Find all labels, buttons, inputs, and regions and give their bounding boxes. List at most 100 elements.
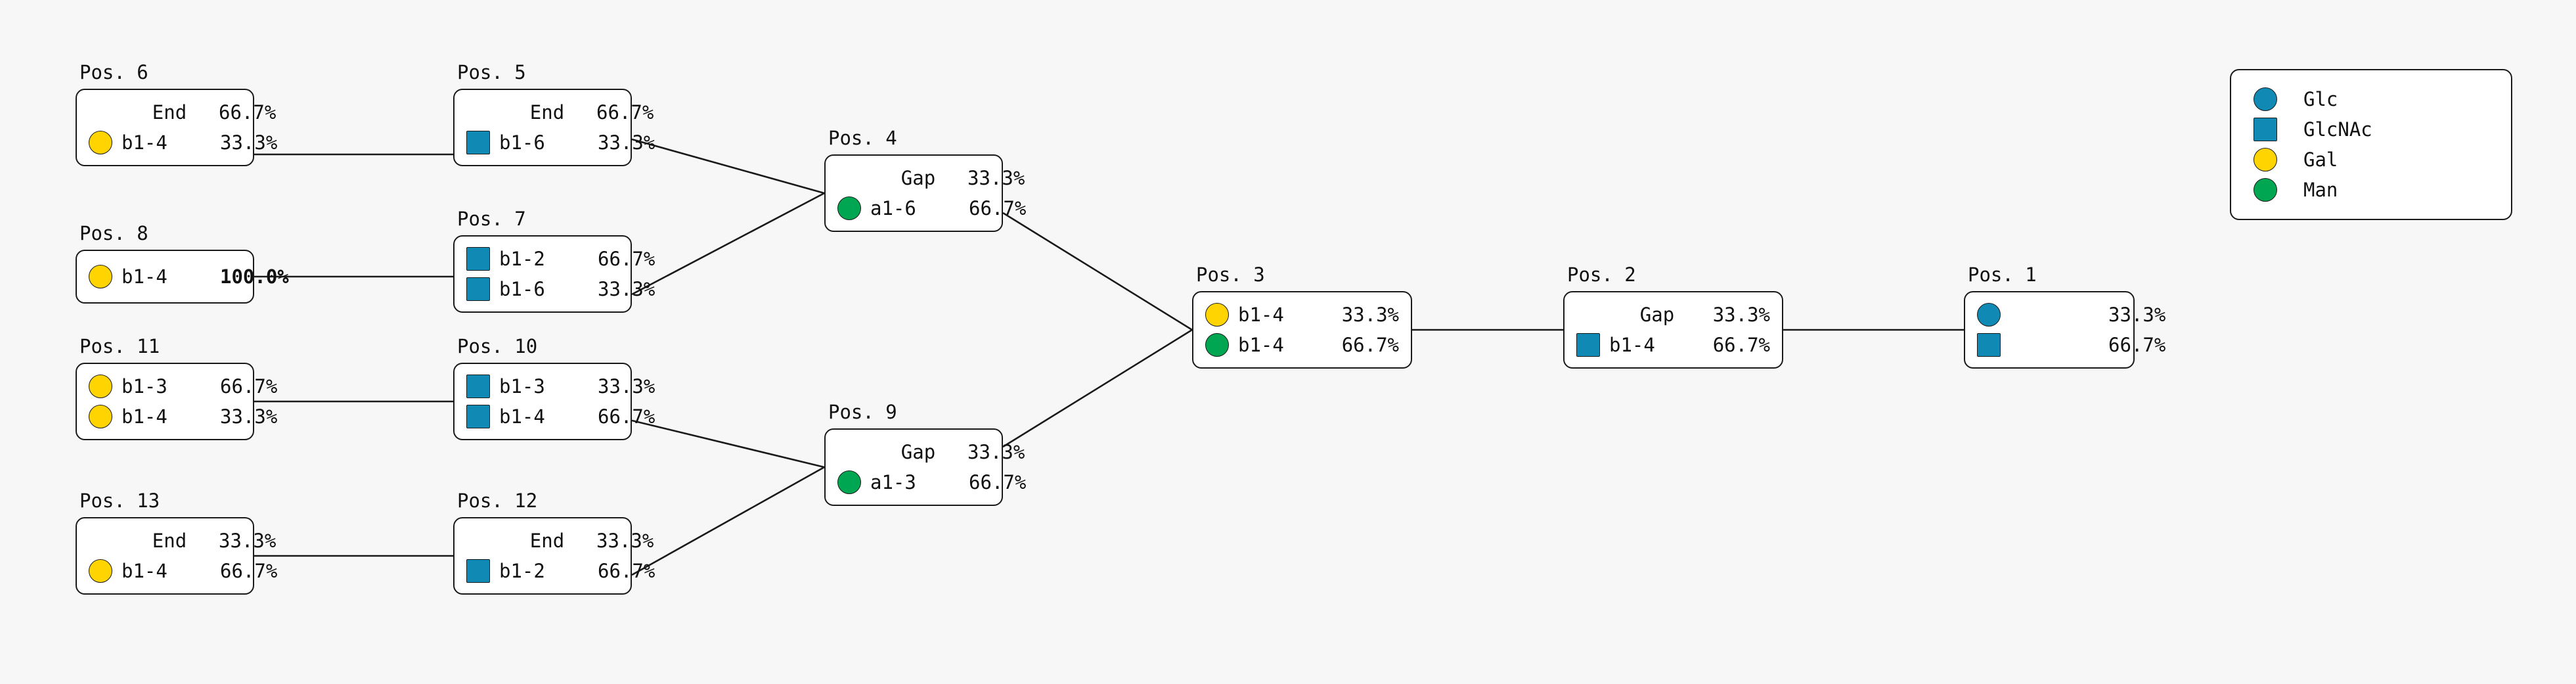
circle-monosaccharide-icon xyxy=(1205,333,1229,357)
linkage-label: b1-3 xyxy=(499,375,545,398)
linkage-label: End xyxy=(152,530,187,552)
node-label-pos4: Pos. 4 xyxy=(828,127,897,149)
edge-pos4-to-pos3 xyxy=(1002,212,1193,331)
legend-item: GlcNAc xyxy=(2254,114,2511,145)
square-monosaccharide-icon xyxy=(1977,333,2001,357)
square-monosaccharide-icon xyxy=(1576,333,1600,357)
linkage-label: b1-4 xyxy=(1609,334,1655,356)
circle-monosaccharide-icon xyxy=(837,470,861,494)
circle-monosaccharide-icon xyxy=(89,405,112,428)
node-label-pos1: Pos. 1 xyxy=(1968,263,2037,286)
circle-monosaccharide-icon xyxy=(89,265,112,288)
legend-item-label: Glc xyxy=(2303,88,2338,110)
square-monosaccharide-icon xyxy=(466,247,490,271)
node-box-pos1: 33.3% 66.7% xyxy=(1964,291,2165,369)
legend-item-label: Man xyxy=(2303,179,2338,201)
node-label-pos9: Pos. 9 xyxy=(828,401,897,423)
percentage-value: 66.7% xyxy=(598,560,655,582)
percentage-value: 33.3% xyxy=(598,375,655,398)
linkage-label: b1-4 xyxy=(122,265,167,288)
node-row: Gap 33.3% xyxy=(837,163,1025,193)
node-row: b1-2 66.7% xyxy=(466,556,655,586)
no-icon-spacer xyxy=(837,167,860,189)
linkage-label: b1-4 xyxy=(122,405,167,428)
node-label-pos11: Pos. 11 xyxy=(79,335,160,357)
circle-monosaccharide-icon xyxy=(1977,303,2001,327)
percentage-value: 33.3% xyxy=(2108,304,2166,326)
legend-item: Glc xyxy=(2254,84,2511,114)
node-row: 33.3% xyxy=(1977,300,2165,330)
node-label-pos8: Pos. 8 xyxy=(79,222,148,244)
percentage-value: 66.7% xyxy=(219,101,277,124)
linkage-label: Gap xyxy=(900,441,936,463)
square-monosaccharide-icon xyxy=(2254,118,2277,141)
node-row: b1-4 66.7% xyxy=(1576,330,1770,360)
linkage-label: End xyxy=(152,101,187,124)
circle-monosaccharide-icon xyxy=(837,196,861,220)
percentage-value: 66.7% xyxy=(598,248,655,270)
percentage-value: 33.3% xyxy=(967,167,1025,189)
linkage-label: b1-4 xyxy=(122,131,167,154)
percentage-value: 66.7% xyxy=(220,560,278,582)
node-label-pos5: Pos. 5 xyxy=(457,61,526,83)
linkage-label: End xyxy=(529,530,565,552)
square-monosaccharide-icon xyxy=(466,405,490,428)
percentage-value: 66.7% xyxy=(1712,334,1770,356)
percentage-value: 66.7% xyxy=(598,405,655,428)
linkage-label: Gap xyxy=(900,167,936,189)
percentage-value: 66.7% xyxy=(2108,334,2166,356)
node-row: End 33.3% xyxy=(466,526,654,556)
node-label-pos2: Pos. 2 xyxy=(1567,263,1636,286)
no-icon-spacer xyxy=(1576,304,1599,326)
no-icon-spacer xyxy=(89,101,111,124)
linkage-label: b1-2 xyxy=(499,560,545,582)
percentage-value: 33.3% xyxy=(596,530,654,552)
linkage-label: a1-3 xyxy=(870,471,916,493)
circle-monosaccharide-icon xyxy=(2254,148,2277,171)
node-label-pos12: Pos. 12 xyxy=(457,490,538,512)
node-label-pos3: Pos. 3 xyxy=(1196,263,1265,286)
circle-monosaccharide-icon xyxy=(2254,87,2277,111)
edge-pos12-to-pos9 xyxy=(631,466,825,576)
percentage-value: 33.3% xyxy=(1712,304,1770,326)
linkage-label: b1-4 xyxy=(1238,304,1284,326)
node-pos12[interactable]: Pos. 12 End 33.3% b1-2 66.7% xyxy=(453,490,655,595)
node-pos1[interactable]: Pos. 1 33.3% 66.7% xyxy=(1964,263,2165,369)
node-box-pos12: End 33.3% b1-2 66.7% xyxy=(453,517,655,595)
linkage-label: b1-4 xyxy=(499,405,545,428)
percentage-value: 33.3% xyxy=(220,405,278,428)
node-row: b1-2 66.7% xyxy=(466,244,655,274)
circle-monosaccharide-icon xyxy=(89,131,112,154)
linkage-label: b1-2 xyxy=(499,248,545,270)
edge-pos10-to-pos9 xyxy=(631,419,825,468)
